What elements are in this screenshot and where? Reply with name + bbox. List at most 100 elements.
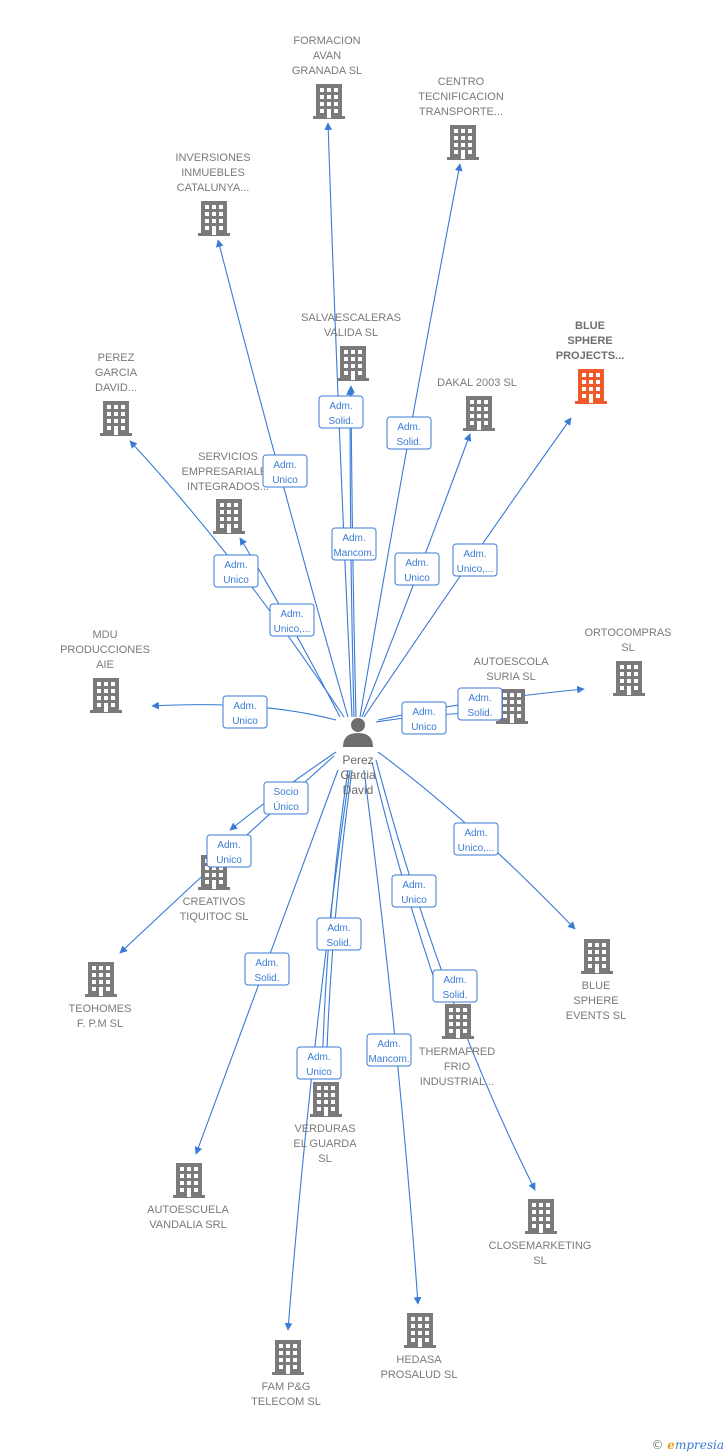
relation-badge[interactable]: Adm.Unico <box>262 454 308 488</box>
building-icon <box>337 346 369 381</box>
relation-badge-text: Solid. <box>254 973 279 984</box>
relation-badge-text: Unico <box>411 722 437 733</box>
relation-badge[interactable]: Adm.Unico <box>391 874 437 908</box>
company-label: SERVICIOS <box>198 451 258 463</box>
company-label: SPHERE <box>573 995 618 1007</box>
relation-badge-text: Solid. <box>328 416 353 427</box>
company-node-creativos[interactable]: CREATIVOS TIQUITOC SL <box>180 855 249 923</box>
relation-badge[interactable]: Adm.Unico,... <box>453 822 499 856</box>
relation-badge-box <box>452 543 498 577</box>
relation-badge-text: Adm. <box>443 975 466 986</box>
relation-badge-box <box>296 1046 342 1080</box>
relation-badge-text: Solid. <box>442 990 467 1001</box>
company-label: HEDASA <box>396 1354 442 1366</box>
company-label: PROJECTS... <box>556 350 624 362</box>
company-label: EMPRESARIALES <box>182 466 275 478</box>
relation-badge[interactable]: Adm. Solid. <box>432 969 478 1003</box>
relation-badge-text: Unico <box>272 475 298 486</box>
company-label: EL GUARDA <box>293 1138 357 1150</box>
company-label: INDUSTRIAL... <box>420 1076 495 1088</box>
relation-badge[interactable]: Adm.Unico <box>206 834 252 868</box>
relation-badge-text: Adm. <box>468 693 491 704</box>
relation-badge[interactable]: Adm.Solid. <box>386 416 432 450</box>
company-label: SL <box>621 642 634 654</box>
brand-name: mpresia <box>674 1438 724 1452</box>
building-icon <box>213 499 245 534</box>
relation-badge-text: Adm. <box>405 558 428 569</box>
company-node-blue-sphere-projects[interactable]: BLUESPHEREPROJECTS... <box>556 320 624 404</box>
relation-badge-box <box>244 952 290 986</box>
relation-badge-text: Adm. <box>224 560 247 571</box>
relation-badge[interactable]: Adm. Unico <box>296 1046 342 1080</box>
relation-badge-text: Adm. <box>329 401 352 412</box>
relation-badge-box <box>222 695 268 729</box>
relation-badge[interactable]: Adm.Solid. <box>316 917 362 951</box>
relation-badge-text: Unico,... <box>458 843 495 854</box>
building-icon <box>85 962 117 997</box>
company-label: AIE <box>96 659 114 671</box>
relation-badge-text: Adm. <box>280 609 303 620</box>
relation-badge-box <box>453 822 499 856</box>
relation-badge-text: Solid. <box>467 708 492 719</box>
company-node-perez-garcia[interactable]: PEREZGARCIADAVID... <box>95 352 138 436</box>
company-label: VANDALIA SRL <box>149 1219 226 1231</box>
relation-badge[interactable]: Adm.Unico <box>213 554 259 588</box>
person-label: Garcia <box>340 768 376 782</box>
company-label: SURIA SL <box>486 671 536 683</box>
company-label: PRODUCCIONES <box>60 644 150 656</box>
company-label: TIQUITOC SL <box>180 911 249 923</box>
company-node-inversiones[interactable]: INVERSIONESINMUEBLESCATALUNYA... <box>175 152 251 236</box>
relation-badge[interactable]: Adm. Solid. <box>457 687 503 721</box>
relation-badge-text: Unico <box>306 1067 332 1078</box>
company-label: CREATIVOS <box>183 896 246 908</box>
relation-badge-box <box>262 454 308 488</box>
relation-badge-box <box>366 1033 412 1067</box>
company-label: GRANADA SL <box>292 65 362 77</box>
company-label: INMUEBLES <box>181 167 245 179</box>
company-label: AVAN <box>313 50 341 62</box>
relation-badge-text: Adm. <box>307 1052 330 1063</box>
relation-badge[interactable]: Adm.Solid. <box>244 952 290 986</box>
relation-badge-box <box>316 917 362 951</box>
company-node-autoescola-suria[interactable]: AUTOESCOLA SURIA SL <box>474 656 550 724</box>
company-label: PEREZ <box>98 352 135 364</box>
relation-badge-box <box>394 552 440 586</box>
company-label: SALVAESCALERAS <box>301 312 401 324</box>
relation-badge-text: Unico <box>232 716 258 727</box>
company-label: BLUE <box>575 320 605 332</box>
building-icon <box>404 1313 436 1348</box>
building-icon <box>463 396 495 431</box>
company-label: AUTOESCOLA <box>474 656 550 668</box>
relation-badge[interactable]: Adm.Unico <box>222 695 268 729</box>
relation-badge[interactable]: Adm. Unico,... <box>269 603 315 637</box>
relation-badge[interactable]: Adm.Unico <box>394 552 440 586</box>
relation-badge-box <box>269 603 315 637</box>
company-node-dakal[interactable]: DAKAL 2003 SL <box>437 377 517 431</box>
building-icon <box>173 1163 205 1198</box>
company-node-servicios[interactable]: SERVICIOSEMPRESARIALESINTEGRADOS... <box>182 451 275 534</box>
relation-badge[interactable]: Adm.Mancom. <box>331 527 377 561</box>
relation-badge[interactable]: Adm.Unico <box>401 701 447 735</box>
relation-badge[interactable]: Adm.Mancom. <box>366 1033 412 1067</box>
company-node-thermafred[interactable]: THERMAFREDFRIOINDUSTRIAL... <box>419 1004 495 1088</box>
company-node-centro[interactable]: CENTROTECNIFICACIONTRANSPORTE... <box>418 76 504 160</box>
relation-badge-text: Unico,... <box>274 624 311 635</box>
building-icon <box>313 84 345 119</box>
relation-badge[interactable]: Adm.Unico,... <box>452 543 498 577</box>
relation-badge[interactable]: Adm. Solid. <box>318 395 364 429</box>
company-label: TELECOM SL <box>251 1396 321 1408</box>
brand-initial: e <box>667 1438 675 1452</box>
